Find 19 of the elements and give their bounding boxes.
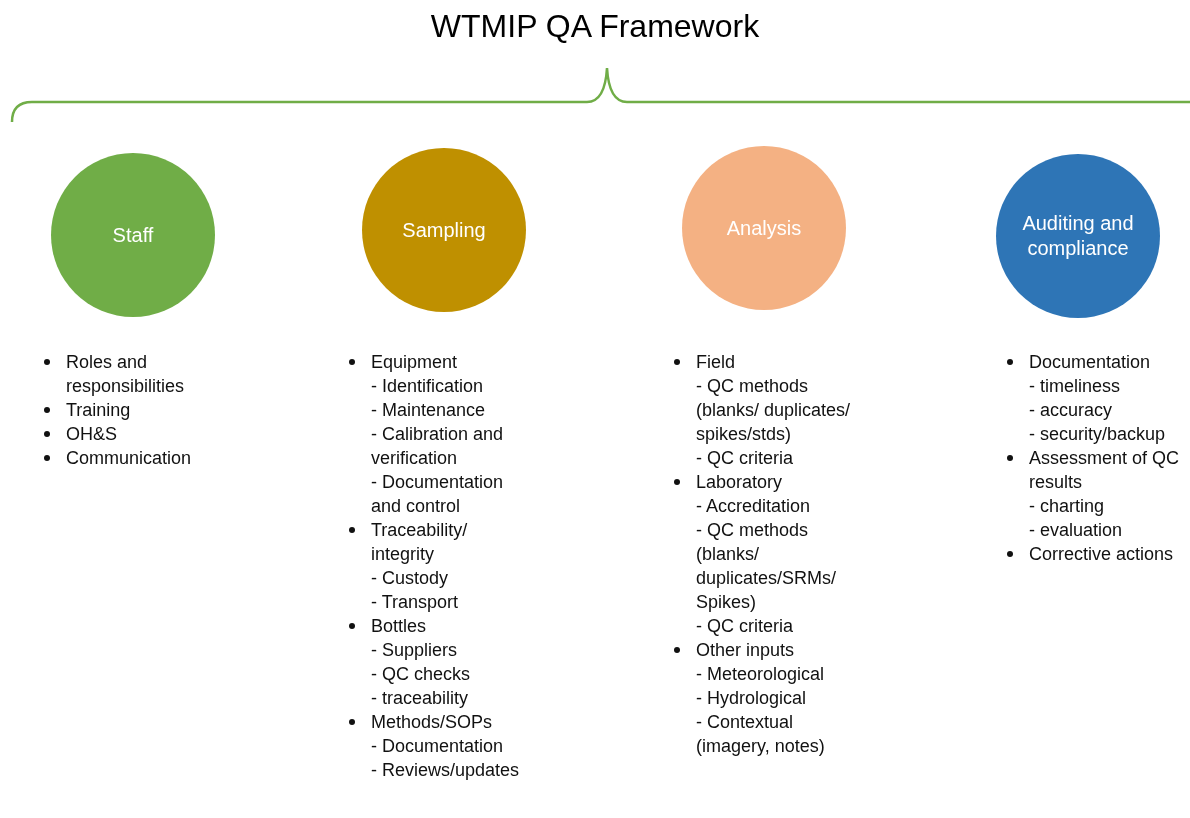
bullet-item: Methods/SOPs - Documentation - Reviews/updates xyxy=(371,712,520,780)
bullet-item: Bottles - Suppliers - QC checks - traceability xyxy=(371,616,471,708)
bullet-item: Communication xyxy=(66,448,192,468)
bullet-item: OH&S xyxy=(66,424,117,444)
bullet-item: Laboratory - Accreditation - QC methods (blanks/ duplicates/SRMs/ Spikes) - QC criteria xyxy=(696,472,837,636)
bullet-item: Equipment - Identification - Maintenance - Calibration and verification - Documentation and control xyxy=(371,352,504,516)
category-label: Sampling xyxy=(401,217,487,243)
category-label: Analysis xyxy=(725,215,803,241)
bullet-item: Traceability/ integrity - Custody - Transport xyxy=(371,520,468,612)
category-label: Staff xyxy=(111,222,155,248)
bullet-item: Other inputs - Meteorological - Hydrological - Contextual (imagery, notes) xyxy=(696,640,825,756)
bullet-item: Documentation - timeliness - accuracy - security/backup xyxy=(1029,352,1166,444)
bullet-item: Corrective actions xyxy=(1029,544,1174,564)
bullet-item: Training xyxy=(66,400,131,420)
title: WTMIP QA Framework xyxy=(430,8,760,45)
bullet-item: Field - QC methods (blanks/ duplicates/ spikes/stds) - QC criteria xyxy=(696,352,851,468)
bullet-item: Roles and responsibilities xyxy=(66,352,185,396)
bullet-item: Assessment of QC results - charting - evaluation xyxy=(1029,448,1180,540)
category-label: Auditing and compliance xyxy=(1021,211,1135,261)
